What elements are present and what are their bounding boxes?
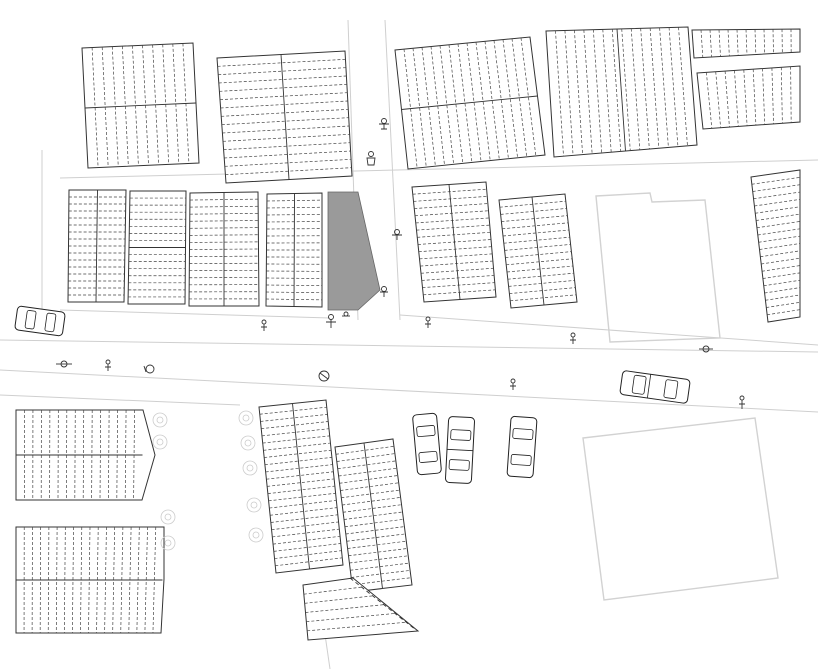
building-s-2 — [334, 438, 413, 593]
side-street-east-edge — [384, 19, 401, 321]
building-row-2 — [127, 190, 187, 305]
tree — [238, 410, 254, 426]
car — [412, 412, 442, 476]
person — [105, 359, 111, 371]
building-s-1 — [258, 399, 344, 574]
building-s-3 — [302, 577, 420, 641]
car — [14, 305, 66, 337]
roof-ridge — [95, 189, 98, 303]
tree — [248, 527, 264, 543]
highlighted-building — [327, 191, 381, 311]
main-street-south-edge — [0, 369, 818, 413]
building-mid-2 — [498, 193, 578, 309]
person — [392, 229, 402, 240]
person — [739, 395, 745, 409]
tree — [240, 435, 256, 451]
roof-ridge — [616, 28, 626, 152]
roof-ridge — [292, 403, 310, 570]
person — [56, 360, 72, 368]
street-network — [0, 19, 818, 669]
tree — [246, 497, 262, 513]
trees — [152, 410, 264, 551]
tree — [152, 412, 168, 428]
buildings-layer — [15, 26, 801, 641]
person — [318, 370, 330, 382]
open-plot-south — [582, 417, 779, 601]
car — [444, 416, 476, 484]
building-east — [750, 169, 801, 323]
person — [326, 314, 336, 328]
person — [366, 151, 376, 166]
roof-ridge — [280, 54, 290, 180]
tree — [152, 434, 168, 450]
roof-ridge — [363, 442, 383, 589]
building-row-3 — [188, 191, 260, 307]
car — [619, 370, 691, 404]
roof-hip-line — [349, 577, 417, 631]
person — [570, 332, 576, 344]
building-n-2 — [545, 26, 698, 158]
roof-ridge — [401, 95, 538, 110]
person — [342, 311, 350, 317]
building-row-1 — [67, 189, 127, 303]
person — [261, 319, 267, 331]
building-ne-2 — [696, 65, 801, 130]
person — [379, 118, 389, 130]
roof-ridge — [84, 102, 197, 109]
open-plot-north — [595, 192, 721, 343]
building-sw-1 — [15, 409, 156, 501]
person — [510, 378, 516, 390]
southwest-street-edge — [0, 394, 241, 406]
building-row-4 — [265, 192, 323, 308]
roof-ridge — [531, 196, 545, 306]
building-nw-2 — [216, 50, 353, 184]
building-nw-1 — [81, 42, 200, 169]
car — [506, 415, 538, 479]
people — [56, 118, 745, 409]
lower-street-edge — [59, 309, 331, 319]
tree — [160, 509, 176, 525]
tree — [160, 535, 176, 551]
tree — [242, 460, 258, 476]
upper-street-edge — [59, 159, 818, 179]
vehicles — [14, 305, 691, 484]
roof-ridge — [293, 193, 295, 307]
person — [143, 364, 155, 374]
building-mid-1 — [411, 181, 497, 303]
building-n-1 — [394, 36, 546, 170]
building-sw-2 — [15, 526, 165, 634]
open-plots — [582, 192, 779, 601]
roof-ridge — [448, 184, 461, 300]
person — [380, 286, 388, 297]
building-ne-1 — [691, 28, 801, 59]
person — [699, 345, 713, 353]
person — [425, 316, 431, 328]
main-street-north-edge — [0, 339, 818, 353]
